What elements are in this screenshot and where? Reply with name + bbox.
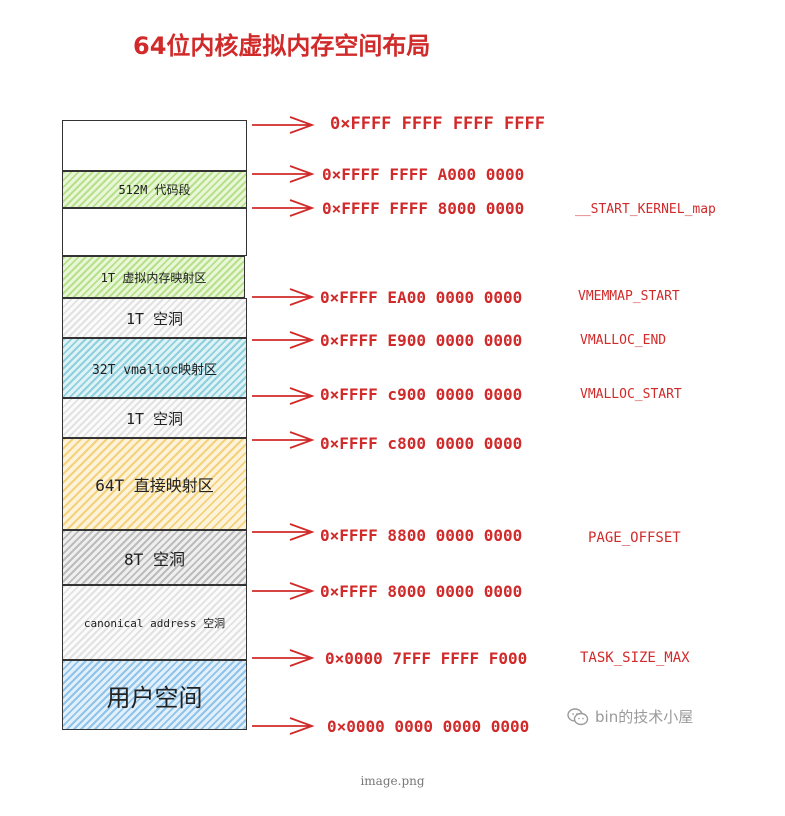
- address-label: 0×FFFF 8000 0000 0000: [320, 582, 523, 601]
- symbol-label: VMALLOC_END: [580, 333, 667, 348]
- address-label: 0×FFFF E900 0000 0000: [320, 331, 523, 350]
- segment-vmemmap: 1T 虚拟内存映射区: [62, 256, 245, 298]
- symbol-label: TASK_SIZE_MAX: [580, 650, 690, 666]
- address-label: 0×FFFF EA00 0000 0000: [320, 288, 523, 307]
- address-label: 0×0000 7FFF FFFF F000: [325, 649, 528, 668]
- arrow-icon: [252, 116, 315, 134]
- symbol-label: VMEMMAP_START: [578, 289, 680, 304]
- arrow-icon: [252, 387, 315, 405]
- watermark-text: bin的技术小屋: [595, 708, 694, 726]
- arrow-icon: [252, 582, 315, 600]
- arrow-icon: [252, 331, 315, 349]
- wechat-icon: [567, 707, 589, 725]
- arrow-icon: [252, 288, 315, 306]
- arrow-icon: [252, 717, 315, 735]
- arrow-icon: [252, 431, 315, 449]
- arrow-icon: [252, 165, 315, 183]
- watermark: bin的技术小屋: [567, 706, 693, 727]
- image-caption: image.png: [360, 774, 425, 788]
- diagram-title: 64位内核虚拟内存空间布局: [133, 32, 431, 60]
- segment-canonical-hole: canonical address 空洞: [62, 585, 247, 660]
- segment-kernel-code: 512M 代码段: [62, 171, 247, 208]
- address-label: 0×FFFF 8800 0000 0000: [320, 526, 523, 545]
- symbol-label: PAGE_OFFSET: [588, 530, 681, 546]
- address-label: 0×FFFF FFFF 8000 0000: [322, 199, 525, 218]
- symbol-label: __START_KERNEL_map: [575, 202, 716, 217]
- arrow-icon: [252, 523, 315, 541]
- segment-hole-8t: 8T 空洞: [62, 530, 247, 585]
- segment-top-blank: [62, 120, 247, 171]
- address-label: 0×FFFF FFFF A000 0000: [322, 165, 525, 184]
- address-label: 0×0000 0000 0000 0000: [327, 717, 530, 736]
- arrow-icon: [252, 199, 315, 217]
- segment-direct-map: 64T 直接映射区: [62, 438, 247, 530]
- address-label: 0×FFFF c900 0000 0000: [320, 385, 523, 404]
- segment-vmalloc: 32T vmalloc映射区: [62, 338, 247, 398]
- segment-hole-2: 1T 空洞: [62, 398, 247, 438]
- address-label: 0×FFFF FFFF FFFF FFFF: [330, 114, 545, 134]
- segment-user-space: 用户空间: [62, 660, 247, 730]
- address-label: 0×FFFF c800 0000 0000: [320, 434, 523, 453]
- segment-hole-1: 1T 空洞: [62, 298, 247, 338]
- segment-gap-blank: [62, 208, 247, 256]
- symbol-label: VMALLOC_START: [580, 387, 682, 402]
- arrow-icon: [252, 649, 315, 667]
